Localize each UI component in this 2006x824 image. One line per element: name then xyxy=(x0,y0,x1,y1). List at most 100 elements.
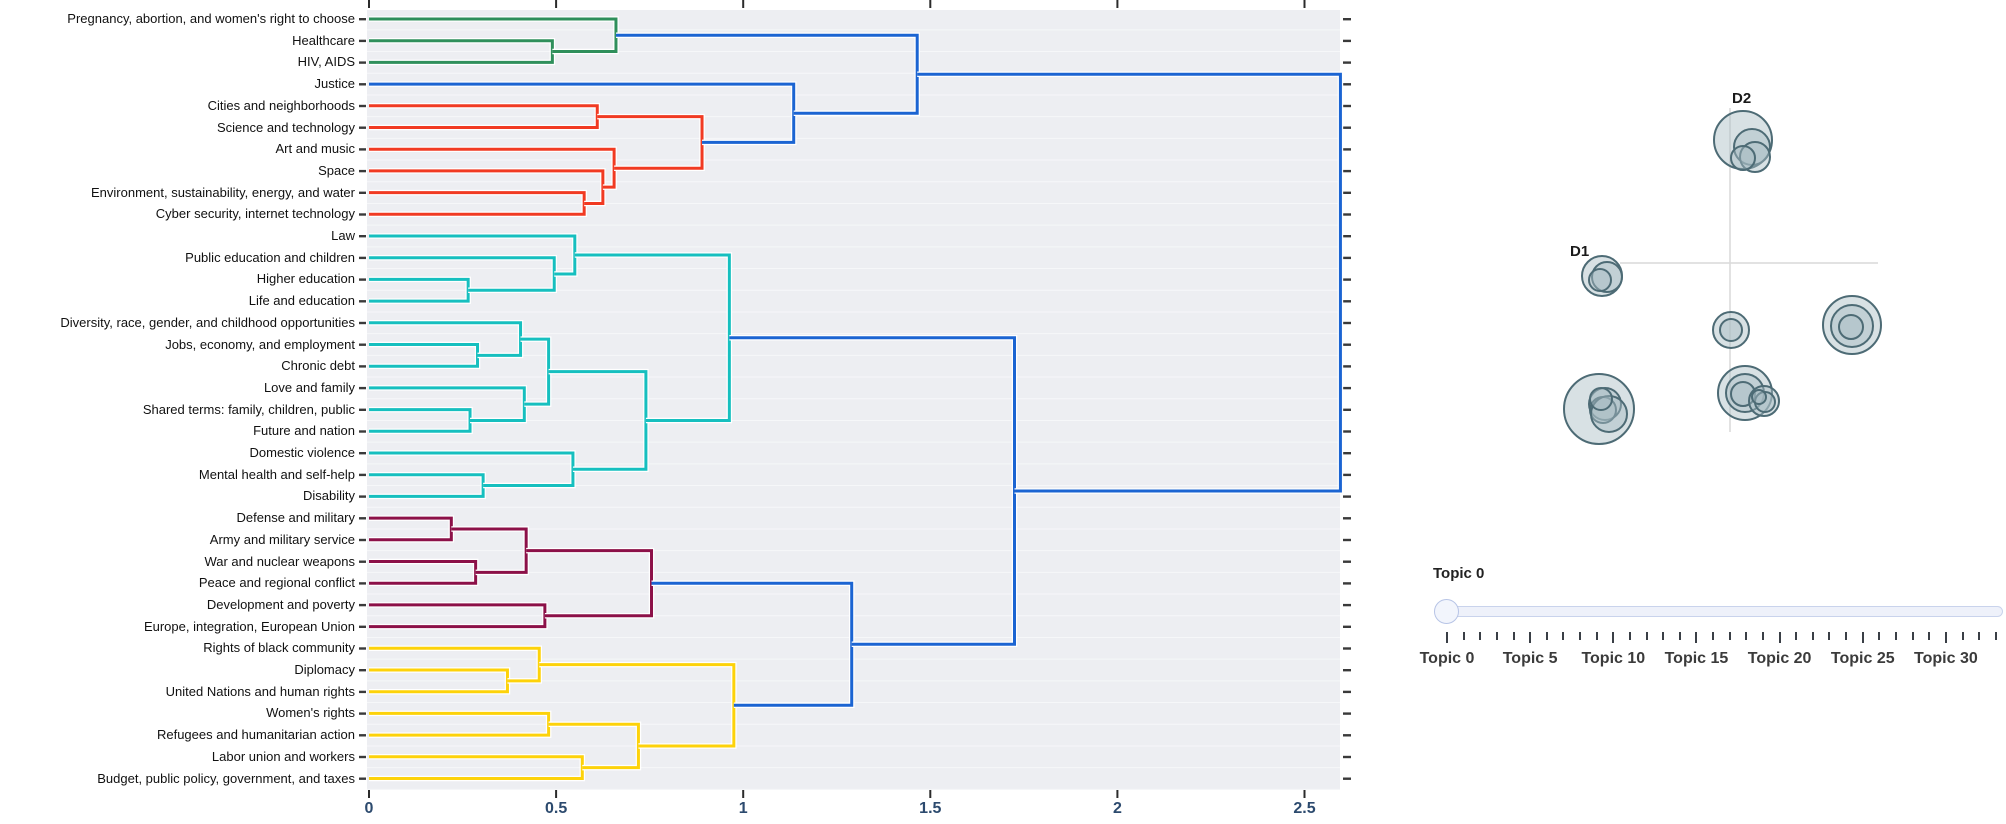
slider-handle[interactable] xyxy=(1434,599,1459,624)
slider-major-tick xyxy=(1612,632,1615,643)
leaf-tick-right xyxy=(1343,712,1351,715)
leaf-label: Future and nation xyxy=(253,423,355,439)
x-tick-label: 1 xyxy=(738,800,748,817)
leaf-tick-right xyxy=(1343,365,1351,368)
topic-bubble[interactable] xyxy=(1712,311,1750,349)
x-axis-tick-bottom xyxy=(929,790,932,798)
slider-tick-label: Topic 20 xyxy=(1747,650,1812,667)
leaf-label: Development and poverty xyxy=(206,596,355,612)
leaf-label: Law xyxy=(331,228,355,243)
leaf-tick-right xyxy=(1343,452,1351,455)
leaf-tick-right xyxy=(1343,560,1351,563)
slider-minor-tick xyxy=(1562,632,1565,640)
leaf-tick-left xyxy=(359,712,366,715)
slider-minor-tick xyxy=(1462,632,1465,640)
leaf-tick-left xyxy=(359,495,366,498)
leaf-tick-left xyxy=(359,777,366,780)
leaf-label: Space xyxy=(318,162,355,178)
leaf-tick-left xyxy=(359,473,366,477)
leaf-tick-right xyxy=(1343,734,1351,737)
leaf-tick-left xyxy=(359,408,366,411)
leaf-label: Women's rights xyxy=(266,705,355,721)
leaf-tick-left xyxy=(359,83,366,86)
leaf-tick-right xyxy=(1343,104,1351,108)
leaf-tick-right xyxy=(1343,39,1351,43)
slider-tick-label: Topic 25 xyxy=(1830,650,1895,667)
topic-bubble[interactable] xyxy=(1589,387,1613,411)
leaf-label: Defense and military xyxy=(236,510,356,526)
topic-bubble[interactable] xyxy=(1830,304,1874,348)
leaf-tick-left xyxy=(359,235,366,238)
slider-minor-tick xyxy=(1628,632,1631,640)
leaf-tick-right xyxy=(1343,235,1351,238)
leaf-tick-left xyxy=(359,343,366,346)
leaf-label: Pregnancy, abortion, and women's right t… xyxy=(67,11,355,26)
slider-minor-tick xyxy=(1645,632,1648,640)
leaf-tick-right xyxy=(1343,386,1351,390)
topic-bubble[interactable] xyxy=(1588,268,1612,292)
d1-axis-label: D1 xyxy=(1570,243,1590,260)
leaf-label: Art and music xyxy=(275,141,355,157)
x-tick-label: 2 xyxy=(1112,800,1122,817)
topic-bubble[interactable] xyxy=(1719,318,1743,342)
leaf-tick-right xyxy=(1343,538,1351,542)
x-axis-tick-top xyxy=(1116,0,1119,8)
leaf-tick-right xyxy=(1343,669,1351,672)
topic-bubble[interactable] xyxy=(1751,389,1767,405)
leaf-tick-right xyxy=(1343,690,1351,694)
leaf-label: Labor union and workers xyxy=(211,748,355,764)
x-axis-tick-top xyxy=(555,0,558,8)
x-axis-tick-bottom xyxy=(1116,790,1119,798)
leaf-tick-right xyxy=(1343,430,1351,433)
slider-minor-tick xyxy=(1795,632,1798,640)
slider-minor-tick xyxy=(1828,632,1831,640)
leaf-tick-right xyxy=(1343,213,1351,216)
slider-minor-tick xyxy=(1512,632,1515,640)
x-axis-tick-bottom xyxy=(1303,790,1306,798)
leaf-label: War and nuclear weapons xyxy=(204,553,355,569)
leaf-tick-right xyxy=(1343,495,1351,498)
leaf-tick-right xyxy=(1343,603,1351,607)
slider-tick-label: Topic 15 xyxy=(1664,650,1729,667)
slider-track[interactable] xyxy=(1437,606,2003,617)
topic-bubble[interactable] xyxy=(1590,395,1628,433)
slider-minor-tick xyxy=(1928,632,1931,640)
leaf-label: Justice xyxy=(314,76,355,92)
dendrogram-link xyxy=(729,336,1016,646)
topic-bubble[interactable] xyxy=(1730,145,1756,171)
slider-minor-tick xyxy=(1911,632,1914,640)
x-axis-tick-top xyxy=(368,0,370,8)
leaf-tick-left xyxy=(359,18,366,21)
leaf-tick-right xyxy=(1343,321,1351,325)
leaf-tick-right xyxy=(1343,278,1351,281)
leaf-tick-right xyxy=(1343,408,1351,411)
leaf-tick-right xyxy=(1343,256,1351,260)
leaf-tick-left xyxy=(359,39,366,43)
slider-tick-label: Topic 0 xyxy=(1419,650,1475,667)
leaf-tick-left xyxy=(359,61,366,64)
leaf-label: Cyber security, internet technology xyxy=(155,206,355,222)
leaf-label: Higher education xyxy=(256,271,355,287)
x-tick-label: 0.5 xyxy=(544,800,568,817)
x-tick-label: 0 xyxy=(364,800,374,817)
leaf-tick-left xyxy=(359,256,366,260)
slider-tick-label: Topic 30 xyxy=(1914,650,1978,667)
leaf-label: Love and family xyxy=(263,379,355,395)
leaf-label: Europe, integration, European Union xyxy=(143,618,355,634)
leaf-tick-left xyxy=(359,603,366,607)
x-axis-tick-top xyxy=(929,0,932,8)
leaf-tick-left xyxy=(359,582,366,585)
leaf-tick-right xyxy=(1343,473,1351,477)
leaf-tick-left xyxy=(359,169,366,173)
leaf-tick-left xyxy=(359,126,366,129)
leaf-label: Public education and children xyxy=(185,249,355,265)
topic-bubble[interactable] xyxy=(1838,314,1864,340)
leaf-tick-left xyxy=(359,430,366,433)
leaf-tick-right xyxy=(1343,83,1351,86)
slider-minor-tick xyxy=(1961,632,1964,640)
slider-minor-tick xyxy=(1662,632,1665,640)
leaf-label: United Nations and human rights xyxy=(165,683,355,699)
leaf-tick-left xyxy=(359,213,366,216)
leaf-label: Domestic violence xyxy=(249,445,356,460)
leaf-label: Diplomacy xyxy=(294,662,355,677)
